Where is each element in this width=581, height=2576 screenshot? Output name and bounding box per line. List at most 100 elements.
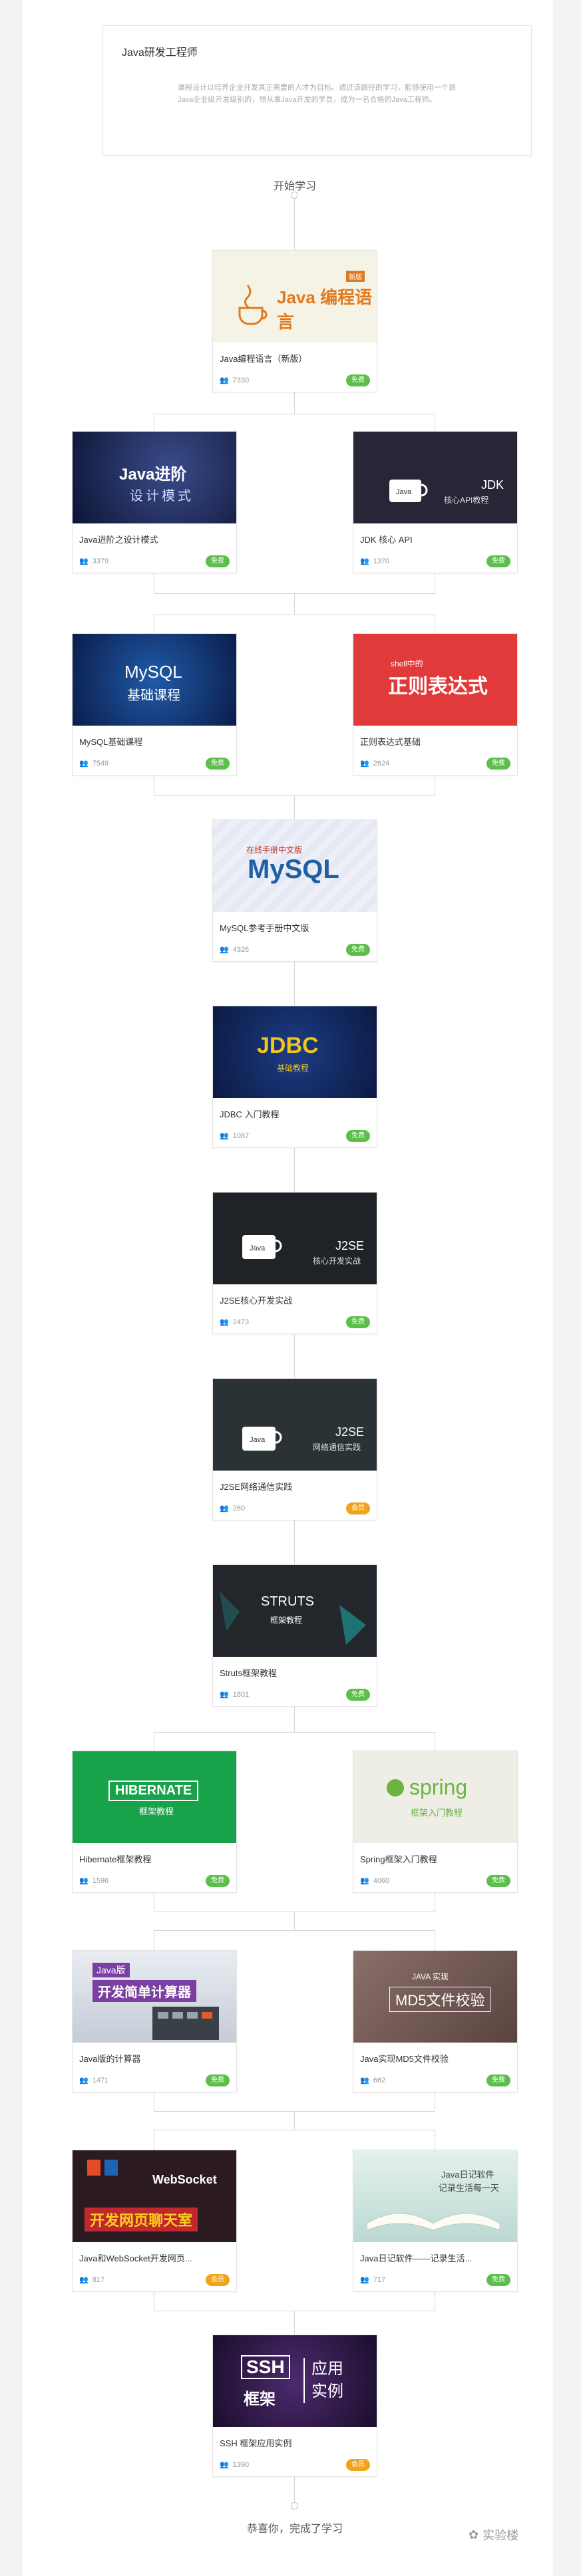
path-description: 课程设计以培养企业开发真正需要的人才为目标。通过该路径的学习，能够使用一个到Ja… [178, 84, 456, 104]
banner-text: JDK [481, 478, 504, 492]
html5-icon [87, 2160, 100, 2176]
triangle-pattern-icon [220, 1592, 366, 1645]
svg-text:Java: Java [250, 1436, 266, 1444]
path-intro-card: Java研发工程师 课程设计以培养企业开发真正需要的人才为目标。通过该路径的学习… [102, 25, 532, 156]
java-cup-icon: Java [389, 480, 428, 502]
users-icon: 👥 [220, 376, 229, 384]
course-title[interactable]: Java编程语言（新版） [220, 354, 307, 364]
banner-text: 正则表达式 [388, 676, 488, 698]
users-icon: 👥 [220, 1132, 229, 1140]
learner-count: 717 [373, 2275, 386, 2284]
users-icon: 👥 [79, 1877, 89, 1885]
course-title[interactable]: J2SE网络通信实践 [220, 1482, 293, 1492]
course-card-jdbc[interactable]: JDBC 基础教程 JDBC 入门教程 👥1087 免费 [212, 1006, 377, 1148]
users-icon: 👥 [79, 2276, 89, 2284]
status-badge: 会员 [206, 2274, 230, 2286]
course-card-regex[interactable]: shell中的 正则表达式 正则表达式基础 👥2624 免费 [353, 633, 518, 776]
status-badge: 免费 [346, 944, 370, 956]
path-line [294, 2477, 295, 2506]
course-thumbnail: Java 编程语言 新版 [213, 251, 377, 343]
banner-subtext: 设计模式 [130, 489, 194, 503]
book-icon [366, 2213, 500, 2231]
page: Java研发工程师 课程设计以培养企业开发真正需要的人才为目标。通过该路径的学习… [23, 0, 553, 2576]
course-card-spring[interactable]: spring 框架入门教程 Spring框架入门教程 👥4060 免费 [353, 1751, 518, 1893]
banner-text: J2SE [335, 1425, 365, 1439]
banner-text: 记录生活每一天 [439, 2183, 500, 2193]
path-line [294, 1707, 295, 1732]
banner-subtext: 框架教程 [270, 1616, 303, 1625]
course-card-ssh[interactable]: SSH 框架 应用实例 SSH 框架应用实例 👥1390 会员 [212, 2335, 377, 2477]
course-card-design-patterns[interactable]: Java进阶 设计模式 Java进阶之设计模式 👥3379 免费 [72, 431, 237, 573]
learner-count: 662 [373, 2076, 386, 2084]
course-title[interactable]: Java进阶之设计模式 [79, 535, 158, 545]
learner-count: 1370 [373, 557, 390, 565]
banner-text: SSH [241, 2355, 290, 2379]
course-card-struts[interactable]: STRUTS 框架教程 Struts框架教程 👥1801 免费 [212, 1564, 377, 1707]
course-title[interactable]: JDBC 入门教程 [220, 1109, 280, 1119]
course-thumbnail: MySQL 基础课程 [73, 634, 236, 726]
users-icon: 👥 [220, 1504, 229, 1512]
java-cup-icon [238, 285, 268, 325]
course-thumbnail: HIBERNATE 框架教程 [73, 1751, 236, 1843]
course-card-md5[interactable]: JAVA 实现 MD5文件校验 Java实现MD5文件校验 👥662 免费 [353, 1950, 518, 2092]
course-card-java-lang[interactable]: Java 编程语言 新版 Java编程语言（新版） 👥7330 免费 [212, 250, 377, 392]
banner-text: 开发简单计算器 [93, 1980, 196, 2002]
course-card-hibernate[interactable]: HIBERNATE 框架教程 Hibernate框架教程 👥1596 免费 [72, 1751, 237, 1893]
course-title[interactable]: Hibernate框架教程 [79, 1854, 152, 1864]
banner-subtext: 框架教程 [139, 1806, 174, 1816]
learner-count: 1390 [232, 2460, 250, 2469]
svg-text:Java: Java [250, 1244, 266, 1252]
banner-subtext: JAVA 实现 [412, 1972, 449, 1981]
course-title[interactable]: SSH 框架应用实例 [220, 2438, 292, 2448]
banner-subtext: 基础课程 [127, 688, 180, 703]
learner-count: 1596 [92, 1876, 109, 1885]
course-title[interactable]: 正则表达式基础 [360, 737, 421, 747]
course-title[interactable]: Java实现MD5文件校验 [360, 2054, 449, 2064]
status-badge: 免费 [346, 1316, 370, 1328]
course-card-calculator[interactable]: Java版 开发简单计算器 Java版的计算器 👥1471 免费 [72, 1950, 237, 2092]
learner-count: 1087 [232, 1131, 250, 1140]
status-badge: 会员 [346, 1503, 370, 1514]
course-thumbnail: STRUTS 框架教程 [213, 1565, 377, 1657]
learner-count: 817 [92, 2275, 105, 2284]
course-card-j2se-core[interactable]: Java J2SE 核心开发实战 J2SE核心开发实战 👥2473 免费 [212, 1192, 377, 1334]
course-thumbnail: Java J2SE 核心开发实战 [213, 1193, 377, 1284]
course-thumbnail: WebSocket 开发网页聊天室 [73, 2150, 236, 2242]
course-thumbnail: shell中的 正则表达式 [353, 634, 517, 726]
status-badge: 免费 [346, 374, 370, 386]
course-card-j2se-net[interactable]: Java J2SE 网络通信实践 J2SE网络通信实践 👥260 会员 [212, 1378, 377, 1520]
status-badge: 免费 [346, 1689, 370, 1701]
course-card-mysql-basic[interactable]: MySQL 基础课程 MySQL基础课程 👥7549 免费 [72, 633, 237, 776]
path-line [294, 1334, 295, 1378]
course-title[interactable]: JDK 核心 API [360, 535, 413, 545]
course-thumbnail: 在线手册中文版 MySQL [213, 820, 377, 912]
path-line [294, 1520, 295, 1564]
users-icon: 👥 [360, 2276, 369, 2284]
banner-text: JDBC [257, 1033, 319, 1058]
banner-subtext: 基础教程 [277, 1064, 309, 1073]
course-title[interactable]: J2SE核心开发实战 [220, 1296, 293, 1306]
java-cup-icon: Java [242, 1235, 282, 1259]
course-title[interactable]: Java和WebSocket开发网页... [79, 2253, 192, 2263]
course-title[interactable]: MySQL基础课程 [79, 737, 143, 747]
course-title[interactable]: Java日记软件——记录生活... [360, 2253, 473, 2263]
start-dot [291, 192, 298, 199]
course-card-websocket[interactable]: WebSocket 开发网页聊天室 Java和WebSocket开发网页... … [72, 2150, 237, 2292]
path-line [154, 1732, 435, 1733]
path-line [294, 2311, 295, 2335]
course-card-jdk-api[interactable]: Java JDK 核心API教程 JDK 核心 API 👥1370 免费 [353, 431, 518, 573]
course-title[interactable]: MySQL参考手册中文版 [220, 923, 309, 933]
course-thumbnail: Java进阶 设计模式 [73, 432, 236, 523]
end-dot [291, 2502, 298, 2509]
course-title[interactable]: Struts框架教程 [220, 1668, 277, 1678]
watermark: ✿ 实验楼 [469, 2526, 518, 2543]
learner-count: 260 [232, 1504, 246, 1512]
banner-text: Java进阶 [119, 466, 187, 484]
course-title[interactable]: Spring框架入门教程 [360, 1854, 437, 1864]
course-thumbnail: Java日记软件 记录生活每一天 [353, 2150, 517, 2242]
course-title[interactable]: Java版的计算器 [79, 2054, 141, 2064]
banner-subtext: 在线手册中文版 [246, 845, 303, 855]
course-card-diary[interactable]: Java日记软件 记录生活每一天 Java日记软件——记录生活... 👥717 … [353, 2150, 518, 2292]
course-card-mysql-manual[interactable]: 在线手册中文版 MySQL MySQL参考手册中文版 👥4326 免费 [212, 819, 377, 962]
status-badge: 免费 [486, 2274, 510, 2286]
